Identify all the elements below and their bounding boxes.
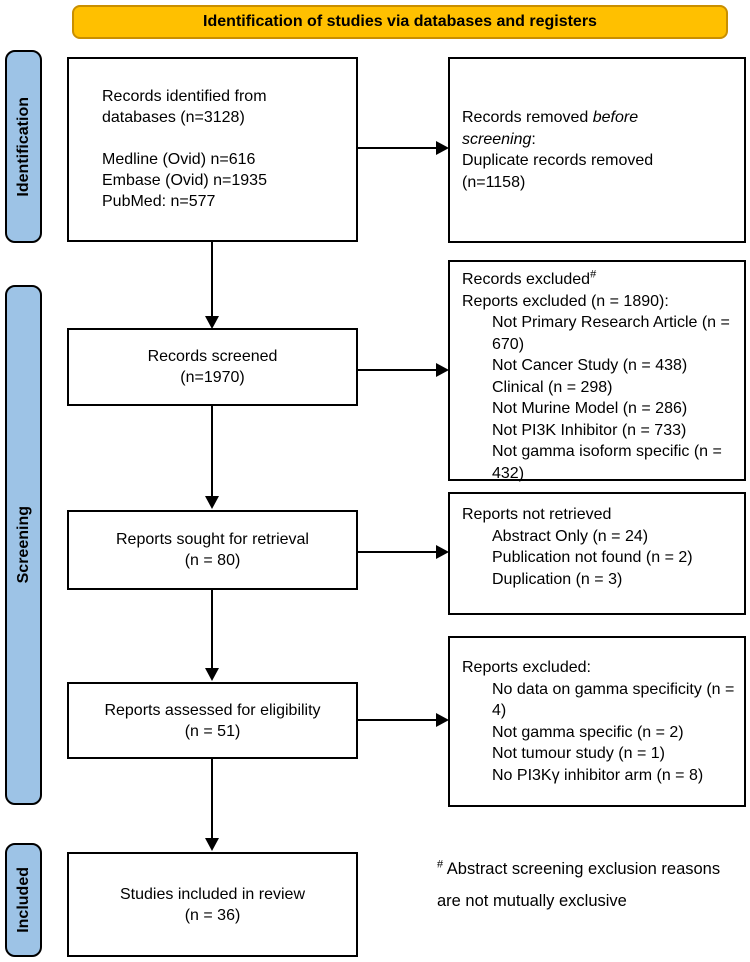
banner-identification-via-databases: Identification of studies via databases …: [72, 5, 728, 39]
reports-sought-count: (n = 80): [184, 552, 241, 569]
arrowhead-down-icon: [205, 316, 219, 329]
reports-assessed-count: (n = 51): [184, 722, 241, 740]
footnote-mark: #: [437, 858, 444, 871]
records-screened-count: (n=1970): [180, 369, 245, 386]
arrow-sought-to-not-retrieved: [358, 551, 437, 553]
arrow-sought-to-assessed: [211, 590, 213, 670]
records-identified-source-pubmed: PubMed: n=577: [102, 193, 216, 210]
records-excluded-title-text: Records excluded: [462, 271, 591, 288]
phase-bar-included: Included: [5, 843, 42, 957]
arrow-screened-to-excluded: [358, 369, 437, 371]
records-excluded-item: Not Primary Research Article (n = 670): [492, 314, 730, 353]
phase-bar-identification: Identification: [5, 50, 42, 243]
box-studies-included: Studies included in review (n = 36): [67, 852, 358, 957]
phase-bar-screening: Screening: [5, 285, 42, 805]
footnote: # Abstract screening exclusion reasons a…: [437, 853, 745, 917]
box-reports-sought: Reports sought for retrieval (n = 80): [67, 510, 358, 590]
arrow-assessed-to-included: [211, 759, 213, 840]
reports-sought-label: Reports sought for retrieval: [116, 531, 309, 548]
arrowhead-down-icon: [205, 668, 219, 681]
arrow-identified-to-removed: [358, 147, 437, 149]
records-excluded-item: Not Murine Model (n = 286): [492, 400, 688, 417]
reports-excluded-item: No data on gamma specificity (n = 4): [492, 680, 735, 720]
box-records-identified: Records identified from databases (n=312…: [67, 57, 358, 242]
records-excluded-item: Not Cancer Study (n = 438): [492, 357, 688, 374]
records-identified-source-medline: Medline (Ovid) n=616: [102, 151, 256, 168]
banner-label: Identification of studies via databases …: [203, 13, 597, 30]
box-reports-assessed: Reports assessed for eligibility (n = 51…: [67, 682, 358, 759]
arrowhead-right-icon: [436, 141, 449, 155]
arrow-assessed-to-excluded: [358, 719, 437, 721]
footnote-line1: # Abstract screening exclusion reasons: [437, 853, 745, 885]
records-removed-text: Records removed before screening: Duplic…: [462, 107, 694, 193]
reports-excluded-item: Not gamma specific (n = 2): [492, 723, 684, 741]
records-excluded-item: Not PI3K Inhibitor (n = 733): [492, 421, 687, 439]
box-records-removed: Records removed before screening: Duplic…: [448, 57, 746, 243]
arrowhead-right-icon: [436, 713, 449, 727]
arrow-screened-to-sought: [211, 406, 213, 498]
records-identified-intro: Records identified from databases (n=312…: [102, 88, 267, 126]
records-removed-duplicates: Duplicate records removed (n=1158): [462, 152, 654, 191]
records-excluded-title: Records excluded#: [462, 269, 738, 291]
reports-not-retrieved-item: Publication not found (n = 2): [492, 549, 693, 566]
arrow-identified-to-screened: [211, 242, 213, 318]
box-reports-not-retrieved: Reports not retrieved Abstract Only (n =…: [448, 492, 746, 615]
records-excluded-subtitle: Reports excluded (n = 1890):: [462, 292, 669, 310]
records-removed-suffix: :: [531, 130, 536, 148]
reports-not-retrieved-item: Abstract Only (n = 24): [492, 527, 649, 545]
studies-included-count: (n = 36): [184, 906, 241, 924]
arrowhead-right-icon: [436, 545, 449, 559]
records-removed-prefix: Records removed: [462, 109, 593, 126]
studies-included-label: Studies included in review: [120, 885, 305, 903]
records-removed-italic: before screening: [462, 109, 639, 148]
reports-not-retrieved-title: Reports not retrieved: [462, 506, 612, 523]
records-excluded-footnote-mark: #: [590, 268, 597, 281]
phase-bar-screening-label: Screening: [14, 506, 32, 584]
arrowhead-right-icon: [436, 363, 449, 377]
reports-not-retrieved-item: Duplication (n = 3): [492, 570, 623, 588]
records-excluded-item: Not gamma isoform specific (n = 432): [492, 443, 722, 482]
footnote-line2: are not mutually exclusive: [437, 892, 627, 910]
reports-excluded-title: Reports excluded:: [462, 659, 591, 676]
arrowhead-down-icon: [205, 496, 219, 509]
records-excluded-item: Clinical (n = 298): [492, 378, 613, 396]
footnote-line1-text: Abstract screening exclusion reasons: [443, 860, 721, 878]
box-reports-excluded: Reports excluded: No data on gamma speci…: [448, 636, 746, 807]
phase-bar-included-label: Included: [14, 867, 32, 933]
arrowhead-down-icon: [205, 838, 219, 851]
reports-excluded-item: No PI3Kγ inhibitor arm (n = 8): [492, 766, 704, 784]
reports-assessed-label: Reports assessed for eligibility: [104, 701, 321, 719]
records-screened-label: Records screened: [147, 348, 278, 365]
phase-bar-identification-label: Identification: [14, 96, 32, 197]
reports-excluded-item: Not tumour study (n = 1): [492, 745, 665, 762]
box-records-excluded: Records excluded# Reports excluded (n = …: [448, 260, 746, 482]
box-records-screened: Records screened (n=1970): [67, 328, 358, 406]
records-identified-source-embase: Embase (Ovid) n=1935: [102, 172, 267, 189]
